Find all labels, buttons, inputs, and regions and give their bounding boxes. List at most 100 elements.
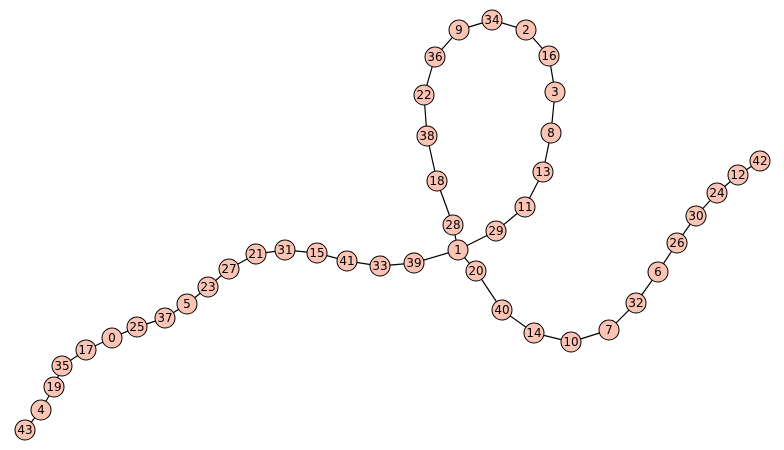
node-label: 37	[157, 311, 172, 325]
node-circle	[306, 242, 328, 264]
node-37: 37	[154, 307, 176, 329]
node-label: 30	[688, 209, 703, 223]
node-circle	[706, 182, 728, 204]
node-29: 29	[485, 220, 507, 242]
node-circle	[51, 355, 73, 377]
node-33: 33	[369, 255, 391, 277]
node-label: 38	[419, 129, 434, 143]
node-circle	[485, 220, 507, 242]
node-39: 39	[403, 252, 425, 274]
node-16: 16	[538, 45, 560, 67]
node-3: 3	[544, 81, 566, 103]
node-38: 38	[416, 125, 438, 147]
node-22: 22	[413, 84, 435, 106]
node-label: 32	[628, 296, 643, 310]
node-label: 43	[17, 423, 32, 437]
node-circle	[336, 250, 358, 272]
node-label: 12	[730, 168, 745, 182]
node-label: 23	[200, 280, 215, 294]
node-label: 1	[454, 243, 462, 257]
node-27: 27	[218, 258, 240, 280]
node-label: 26	[669, 236, 684, 250]
node-label: 27	[221, 262, 236, 276]
node-circle	[544, 81, 566, 103]
node-21: 21	[245, 243, 267, 265]
node-circle	[685, 205, 707, 227]
node-circle	[442, 214, 464, 236]
edge-layer	[24, 19, 761, 431]
node-label: 39	[406, 256, 421, 270]
node-label: 21	[248, 247, 263, 261]
node-40: 40	[491, 299, 513, 321]
node-label: 41	[339, 254, 354, 268]
node-41: 41	[336, 250, 358, 272]
node-15: 15	[306, 242, 328, 264]
node-label: 16	[541, 49, 556, 63]
node-circle	[369, 255, 391, 277]
node-7: 7	[598, 319, 620, 341]
node-circle	[447, 239, 469, 261]
node-5: 5	[176, 293, 198, 315]
node-label: 22	[416, 88, 431, 102]
node-label: 33	[372, 259, 387, 273]
node-circle	[413, 84, 435, 106]
node-12: 12	[727, 164, 749, 186]
node-9: 9	[448, 19, 470, 41]
node-circle	[481, 9, 503, 31]
node-circle	[538, 45, 560, 67]
node-label: 5	[183, 297, 191, 311]
node-19: 19	[43, 376, 65, 398]
node-circle	[126, 316, 148, 338]
node-label: 15	[309, 246, 324, 260]
node-label: 24	[709, 186, 724, 200]
node-circle	[465, 260, 487, 282]
node-0: 0	[101, 327, 123, 349]
node-circle	[101, 327, 123, 349]
node-circle	[647, 261, 669, 283]
node-circle	[625, 292, 647, 314]
node-13: 13	[532, 161, 554, 183]
node-label: 11	[517, 200, 532, 214]
node-label: 19	[46, 380, 61, 394]
node-20: 20	[465, 260, 487, 282]
node-28: 28	[442, 214, 464, 236]
node-circle	[532, 161, 554, 183]
node-circle	[540, 122, 562, 144]
node-circle	[245, 243, 267, 265]
node-35: 35	[51, 355, 73, 377]
node-31: 31	[274, 239, 296, 261]
node-circle	[176, 293, 198, 315]
node-circle	[218, 258, 240, 280]
node-label: 20	[468, 264, 483, 278]
node-circle	[403, 252, 425, 274]
node-label: 13	[535, 165, 550, 179]
node-18: 18	[426, 170, 448, 192]
node-25: 25	[126, 316, 148, 338]
node-32: 32	[625, 292, 647, 314]
node-label: 6	[654, 265, 662, 279]
node-label: 3	[551, 85, 559, 99]
node-circle	[598, 319, 620, 341]
node-circle	[75, 339, 97, 361]
node-4: 4	[30, 399, 52, 421]
node-14: 14	[523, 322, 545, 344]
node-circle	[523, 322, 545, 344]
node-label: 18	[429, 174, 444, 188]
node-circle	[43, 376, 65, 398]
node-label: 31	[277, 243, 292, 257]
node-23: 23	[197, 276, 219, 298]
node-24: 24	[706, 182, 728, 204]
node-label: 25	[129, 320, 144, 334]
node-label: 28	[445, 218, 460, 232]
node-circle	[727, 164, 749, 186]
node-circle	[666, 232, 688, 254]
node-circle	[197, 276, 219, 298]
node-label: 35	[54, 359, 69, 373]
node-label: 42	[752, 154, 767, 168]
node-circle	[416, 125, 438, 147]
node-circle	[560, 331, 582, 353]
node-label: 9	[455, 23, 463, 37]
node-2: 2	[515, 19, 537, 41]
node-30: 30	[685, 205, 707, 227]
